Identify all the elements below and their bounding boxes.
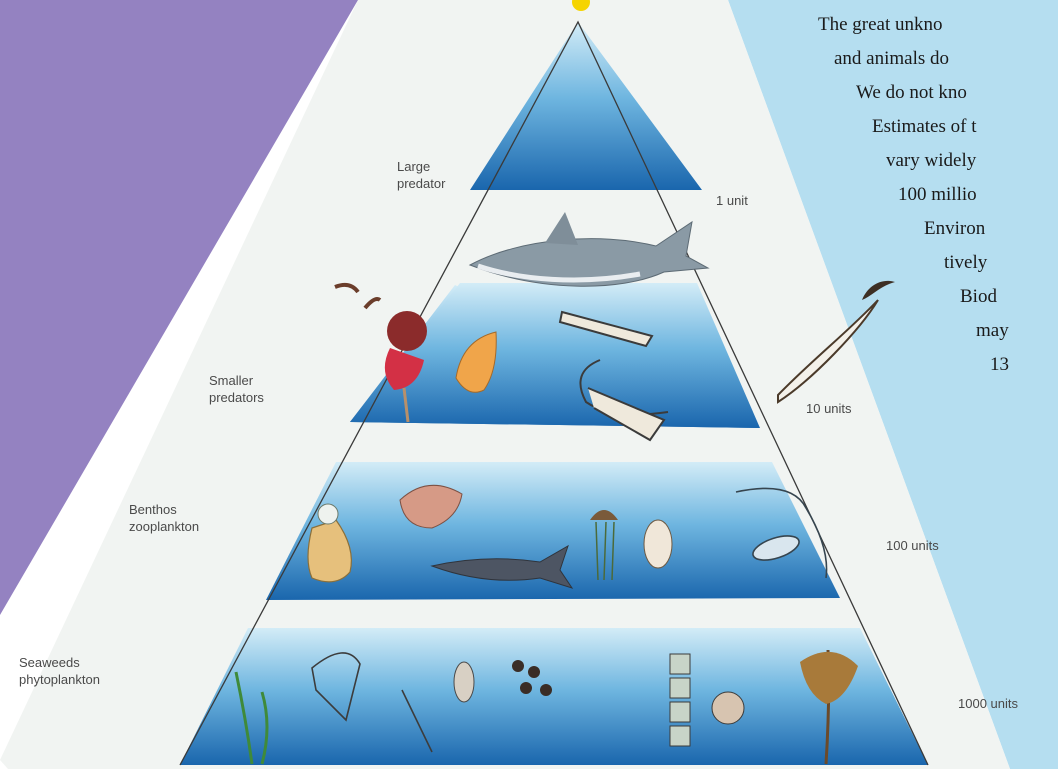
body-text-line: tively xyxy=(944,250,987,275)
level-label-line: predator xyxy=(397,175,445,192)
level-label-line: Large xyxy=(397,158,445,175)
units-label-seaweeds-phytoplankton: 1000 units xyxy=(958,696,1018,711)
body-text-line: We do not kno xyxy=(856,80,967,105)
units-label-smaller-predators: 10 units xyxy=(806,401,852,416)
level-label-line: predators xyxy=(209,389,264,406)
level-label-line: zooplankton xyxy=(129,518,199,535)
level-label-seaweeds-phytoplankton: Seaweeds phytoplankton xyxy=(19,654,100,688)
level-label-benthos-zooplankton: Benthos zooplankton xyxy=(129,501,199,535)
body-text-line: 13 xyxy=(990,352,1009,377)
level-label-large-predator: Large predator xyxy=(397,158,445,192)
level-label-smaller-predators: Smaller predators xyxy=(209,372,264,406)
body-text-line: 100 millio xyxy=(898,182,977,207)
body-text-line: vary widely xyxy=(886,148,976,173)
body-text-line: may xyxy=(976,318,1009,343)
units-label-large-predator: 1 unit xyxy=(716,193,748,208)
body-text-line: The great unkno xyxy=(818,12,943,37)
body-text-line: Biod xyxy=(960,284,997,309)
level-label-line: phytoplankton xyxy=(19,671,100,688)
level-label-line: Benthos xyxy=(129,501,199,518)
body-text-line: Environ xyxy=(924,216,985,241)
level-label-line: Smaller xyxy=(209,372,264,389)
level-label-line: Seaweeds xyxy=(19,654,100,671)
units-label-benthos-zooplankton: 100 units xyxy=(886,538,939,553)
body-text-line: Estimates of t xyxy=(872,114,976,139)
body-text-line: and animals do xyxy=(834,46,949,71)
